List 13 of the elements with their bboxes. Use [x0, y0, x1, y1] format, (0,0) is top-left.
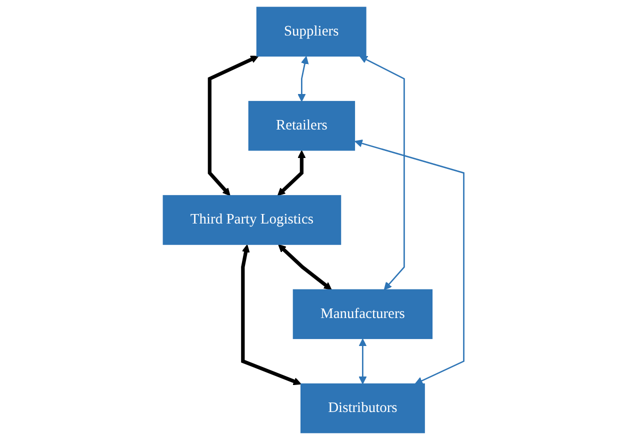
node-box: Suppliers: [256, 6, 366, 57]
arrow: [354, 139, 464, 384]
arrow: [278, 244, 332, 290]
arrow: [208, 56, 259, 196]
arrow: [358, 338, 367, 384]
arrow: [298, 56, 309, 102]
arrow: [360, 56, 405, 290]
node-box: Distributors: [300, 383, 425, 434]
arrow: [241, 244, 302, 386]
arrow: [277, 150, 306, 196]
node-box: Third Party Logistics: [162, 195, 342, 245]
node-box: Manufacturers: [292, 289, 433, 340]
node-box: Retailers: [248, 100, 356, 151]
